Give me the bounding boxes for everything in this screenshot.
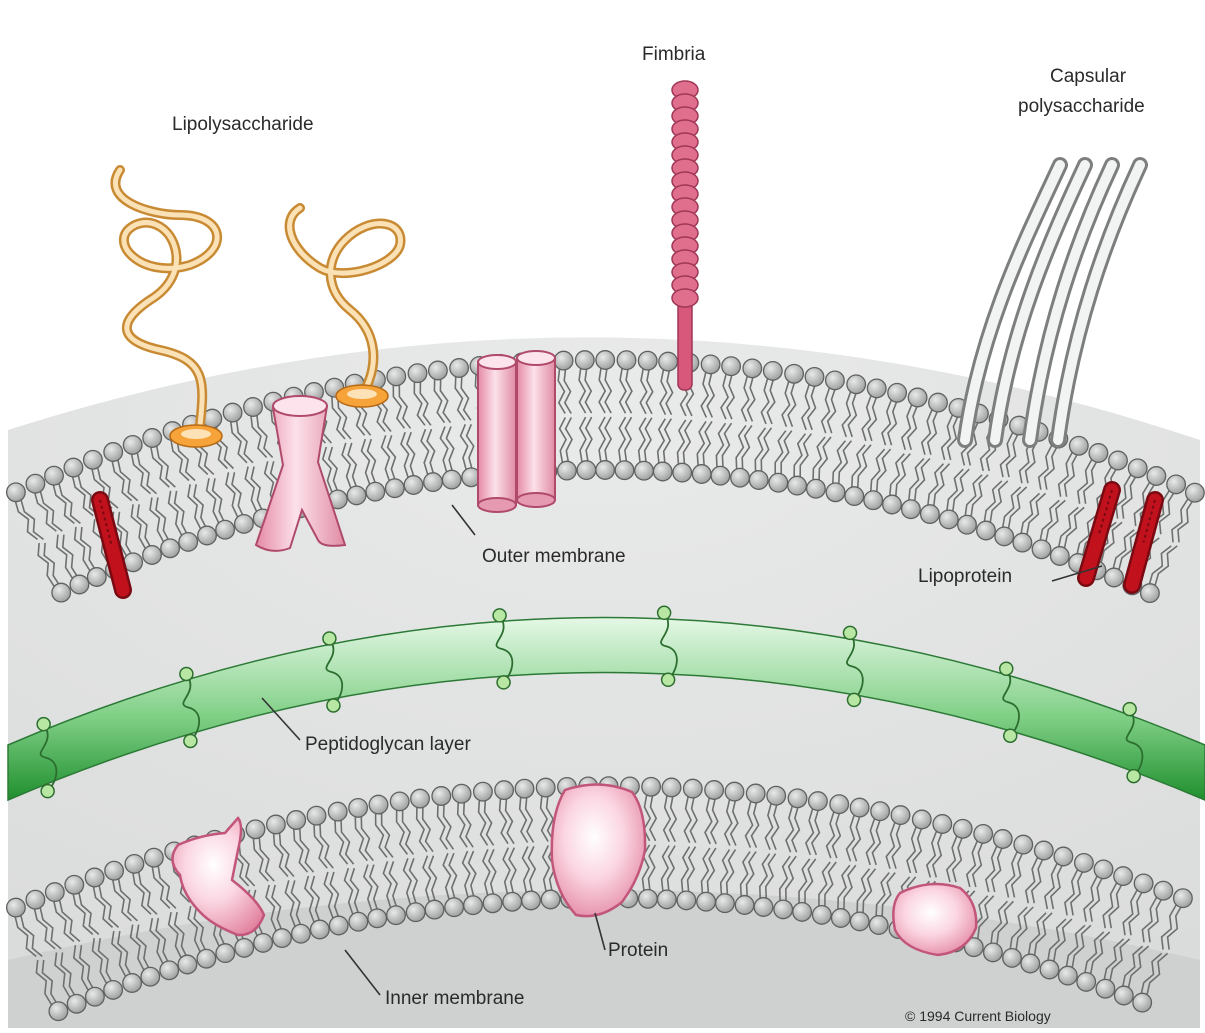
crosslink-node [327, 699, 340, 712]
label-lipopolysaccharide: Lipolysaccharide [172, 114, 314, 136]
crosslink-node [497, 676, 510, 689]
crosslink-node [844, 626, 857, 639]
crosslink-node [1004, 729, 1017, 742]
crosslink-node [662, 673, 675, 686]
label-copyright: © 1994 Current Biology [905, 1008, 1051, 1024]
crosslink-node [37, 718, 50, 731]
label-capsular-line2: polysaccharide [1018, 96, 1145, 118]
crosslink-node [1000, 662, 1013, 675]
label-lipoprotein: Lipoprotein [918, 566, 1012, 588]
label-fimbria: Fimbria [642, 44, 705, 66]
label-outer-membrane: Outer membrane [482, 546, 626, 568]
crosslink-node [41, 785, 54, 798]
crosslink-node [1127, 770, 1140, 783]
crosslink-node [184, 734, 197, 747]
label-peptidoglycan: Peptidoglycan layer [305, 734, 471, 756]
crosslink-node [848, 693, 861, 706]
porin-icon-2b [517, 351, 555, 507]
crosslink-node [493, 609, 506, 622]
crosslink-node [658, 606, 671, 619]
label-inner-membrane: Inner membrane [385, 988, 524, 1010]
porin-icon-2a [478, 355, 516, 512]
crosslink-node [180, 667, 193, 680]
crosslink-node [1123, 703, 1136, 716]
label-protein: Protein [608, 940, 668, 962]
crosslink-node [323, 632, 336, 645]
protein-icon-3 [893, 884, 976, 955]
label-capsular-line1: Capsular [1050, 66, 1126, 88]
